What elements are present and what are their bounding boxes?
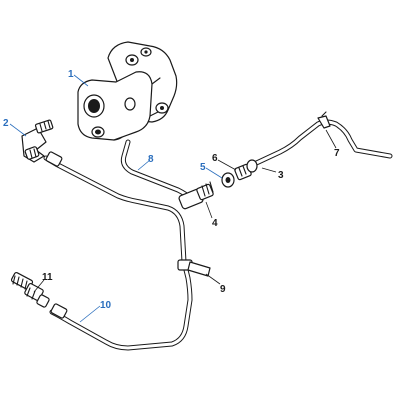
callout-5: 5: [200, 162, 206, 173]
callout-11: 11: [42, 272, 53, 283]
fitting-11: [10, 271, 50, 308]
callout-6: 6: [212, 153, 218, 164]
pump-body: [77, 41, 178, 141]
elbow-fitting: [21, 119, 54, 163]
callout-2: 2: [3, 118, 9, 129]
tube-nut-upper: [45, 151, 63, 167]
callout-1: 1: [68, 69, 74, 80]
clamp-7: [317, 111, 331, 129]
tube-10-nut: [50, 303, 68, 319]
callout-labels: 1 2 3 4 5 6 7 8 9 10 11: [3, 69, 340, 311]
callout-3: 3: [278, 170, 284, 181]
long-tube: [43, 155, 193, 351]
callout-10: 10: [100, 300, 112, 311]
callout-8: 8: [148, 154, 154, 165]
fitting-6: [234, 159, 258, 181]
clamp-9: [177, 259, 211, 277]
callout-7: 7: [334, 148, 340, 159]
tube-3: [247, 119, 393, 169]
callout-4: 4: [212, 218, 218, 229]
washer-5: [221, 172, 235, 188]
callout-9: 9: [220, 284, 226, 295]
leader-lines: [9, 74, 337, 323]
tube-8: [120, 139, 193, 201]
fitting-4: [178, 181, 214, 210]
